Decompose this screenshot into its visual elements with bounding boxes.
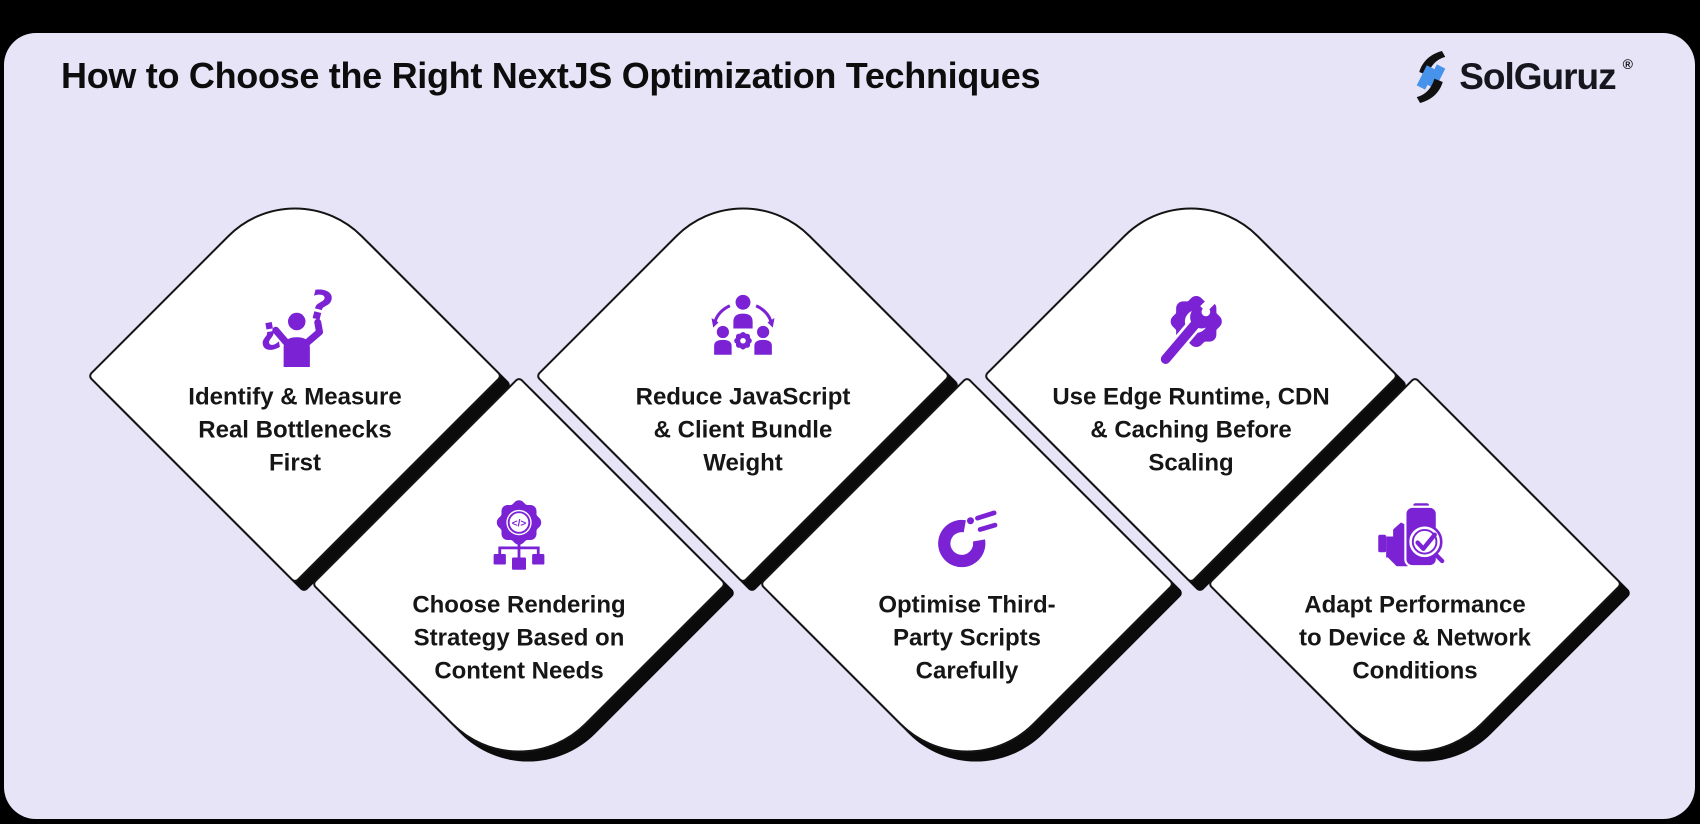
brand-name: SolGuruz [1459,56,1616,97]
donut-chart-scripts-icon [938,510,998,568]
card-reduce-javascript: Reduce JavaScript & Client Bundle Weight [535,168,960,593]
svg-text:¿: ¿ [254,307,282,353]
card-choose-rendering: </> Choose Rendering Strategy Based on C… [311,376,736,801]
card-label: Identify & Measure Real Bottlenecks Firs… [188,383,402,477]
team-gear-icon [711,294,775,357]
card-identify-bottlenecks: ¿ ? Identify & Measure Real Bottlenecks … [87,168,512,593]
card-label: Use Edge Runtime, CDN & Caching Before S… [1052,383,1330,477]
card-adapt-performance: Adapt Performance to Device & Network Co… [1207,376,1632,801]
card-optimise-scripts: Optimise Third- Party Scripts Carefully [759,376,1184,801]
confused-person-icon: ¿ ? [254,287,337,367]
device-engine-check-icon [1378,503,1445,568]
svg-text:</>: </> [512,518,527,529]
card-label: Adapt Performance to Device & Network Co… [1298,591,1532,685]
card-edge-runtime: Use Edge Runtime, CDN & Caching Before S… [983,168,1408,593]
page-title: How to Choose the Right NextJS Optimizat… [61,55,1041,96]
registered-mark: ® [1622,56,1633,72]
gear-wrench-icon [1157,295,1222,368]
solguruz-logo-icon [1416,50,1446,104]
brand-logo: SolGuruz ® [1410,49,1633,105]
card-label: Reduce JavaScript & Client Bundle Weight [635,383,851,477]
card-label: Optimise Third- Party Scripts Carefully [878,591,1056,685]
svg-text:?: ? [304,287,337,332]
panel-background: How to Choose the Right NextJS Optimizat… [4,33,1695,819]
card-label: Choose Rendering Strategy Based on Conte… [412,591,626,685]
rendering-gear-sitemap-icon: </> [493,500,545,570]
